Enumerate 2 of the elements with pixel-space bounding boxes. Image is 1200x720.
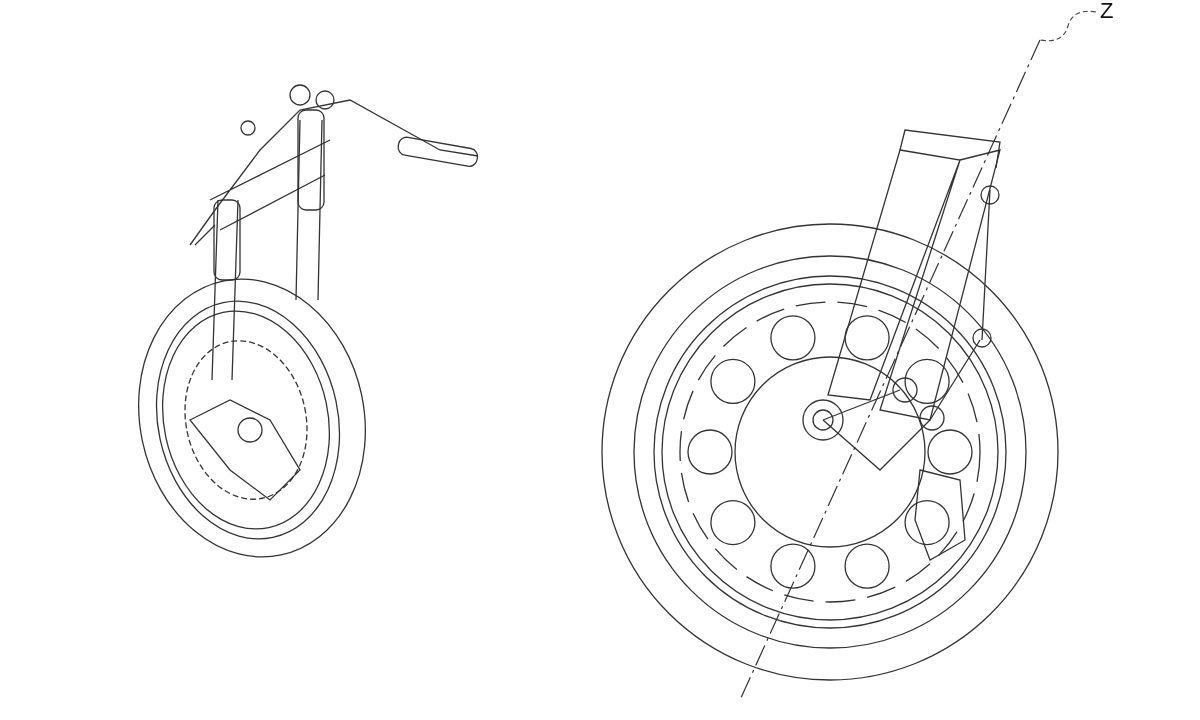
callout-letter: Z bbox=[1100, 0, 1114, 22]
leader-line bbox=[1039, 10, 1097, 42]
